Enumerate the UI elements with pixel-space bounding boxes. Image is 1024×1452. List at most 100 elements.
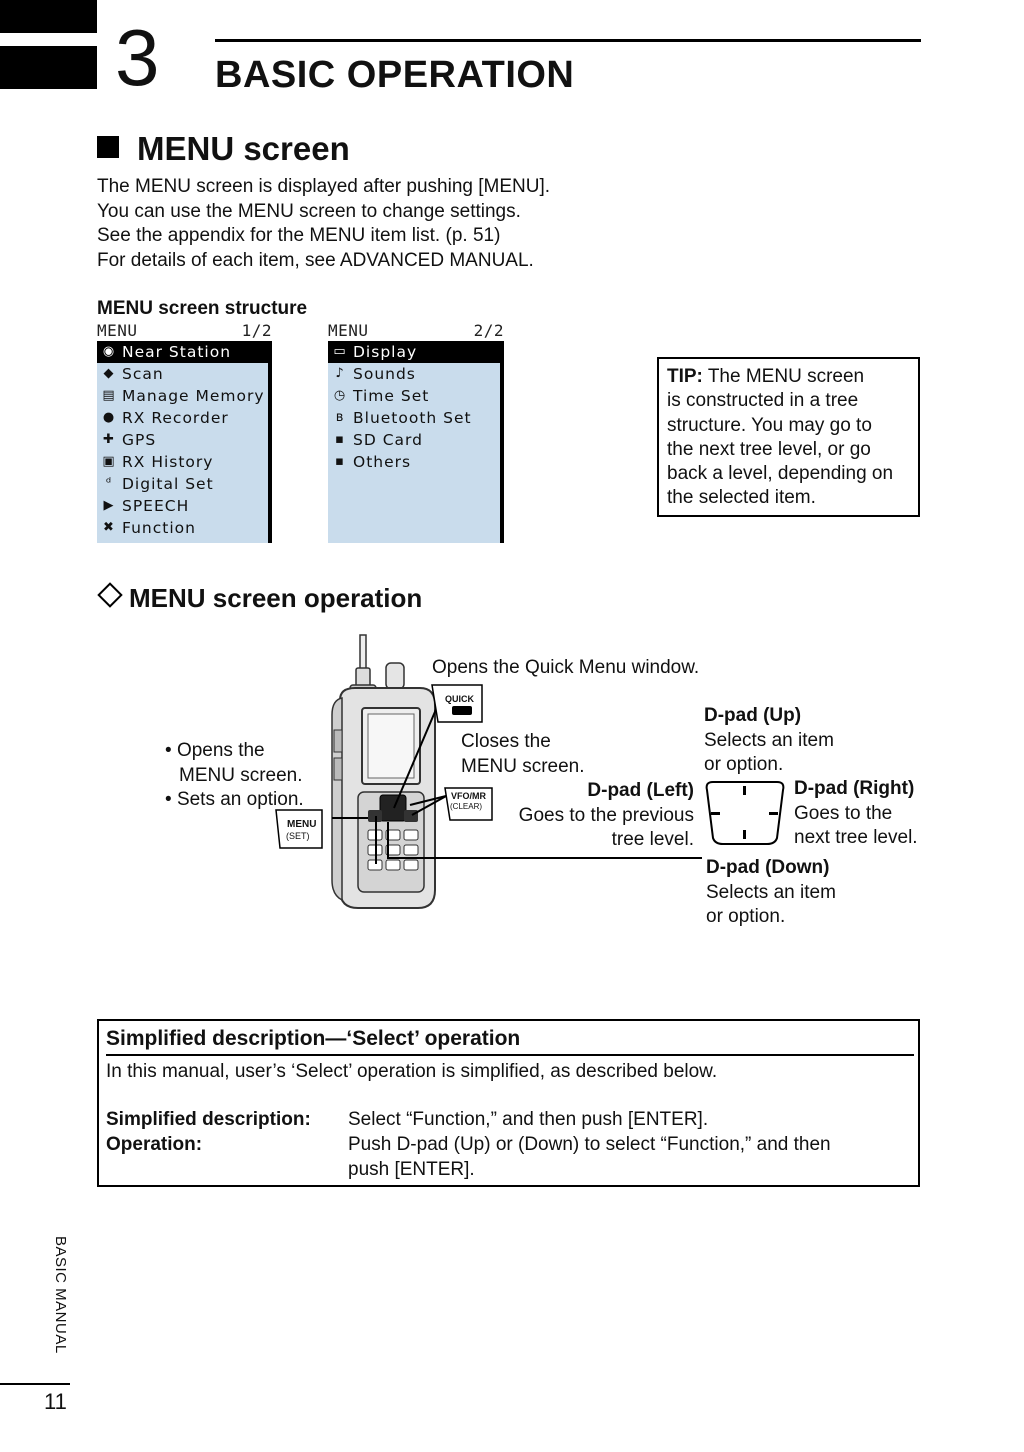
side-label: BASIC MANUAL <box>52 1236 69 1354</box>
menu-item-label: Scan <box>122 365 164 383</box>
operation-heading: MENU screen operation <box>97 582 423 614</box>
menu-caption-line: MENU screen. <box>179 764 303 786</box>
menu-item-label: Others <box>353 453 412 471</box>
menu-caption-line: • Sets an option. <box>165 789 304 810</box>
close-caption: Closes the MENU screen. <box>461 730 585 779</box>
section-title-text: MENU screen <box>137 130 350 167</box>
menu-screen-1-page: 1/2 <box>241 321 272 340</box>
menu-screen-1: ◉Near Station ◆ Scan ▤Manage Memory ● RX Reco… <box>97 341 272 543</box>
chapter-tab-bar-lower <box>0 46 97 89</box>
quick-key-label: QUICK <box>445 694 474 704</box>
menu-item-label: RX History <box>122 453 214 471</box>
operation-heading-text: MENU screen operation <box>129 583 423 613</box>
menu-item-label: GPS <box>122 431 157 449</box>
menu-item-label: Sounds <box>353 365 416 383</box>
menu-caption-line: • Opens the <box>165 740 265 761</box>
menu-item[interactable]: ▤Manage Memory <box>97 385 268 407</box>
vfo-key-sublabel: (CLEAR) <box>450 802 483 811</box>
menu-screen-1-header: MENU 1/2 <box>97 322 272 340</box>
radio-illustration <box>275 634 702 909</box>
menu-item[interactable]: ◉Near Station <box>97 341 268 363</box>
simplified-description-box: Simplified description—‘Select’ operatio… <box>97 1019 920 1187</box>
menu-item[interactable]: ● RX Recorder <box>97 407 268 429</box>
square-bullet-icon <box>97 136 119 158</box>
tip-line: the next tree level, or go <box>667 438 871 460</box>
menu-item[interactable]: ▭ Display <box>328 341 500 363</box>
menu-item-icon: ♪ <box>335 366 345 381</box>
simplified-op-value: Push D-pad (Up) or (Down) to select “Fun… <box>348 1133 831 1182</box>
menu-item-label: RX Recorder <box>122 409 229 427</box>
menu-item[interactable]: ◷Time Set <box>328 385 500 407</box>
chapter-title-rule <box>215 39 921 42</box>
dpad-right-caption: D-pad (Right) Goes to the next tree leve… <box>794 777 918 851</box>
menu-key-sublabel: (SET) <box>286 831 310 841</box>
menu-item-icon: ʙ <box>335 410 345 425</box>
dpad-down-title: D-pad (Down) <box>706 857 830 878</box>
menu-key-caption: • Opens the MENU screen. • Sets an optio… <box>165 739 325 813</box>
section-title: MENU screen <box>97 130 350 168</box>
simplified-intro: In this manual, user’s ‘Select’ operatio… <box>106 1061 718 1082</box>
menu-item-icon: ◆ <box>103 366 115 381</box>
dpad-left-title: D-pad (Left) <box>587 780 694 801</box>
menu-item[interactable]: ◆ Scan <box>97 363 268 385</box>
menu-item[interactable]: ✚GPS <box>97 429 268 451</box>
tip-line: is constructed in a tree <box>667 390 859 412</box>
menu-item-icon: ✖ <box>103 520 115 535</box>
menu-item-icon: ᵈ <box>105 476 113 491</box>
menu-screen-2-header: MENU 2/2 <box>328 322 504 340</box>
intro-line: You can use the MENU screen to change se… <box>97 200 521 222</box>
dpad-up-line: Selects an item <box>704 729 834 751</box>
dpad-up-caption: D-pad (Up) Selects an item or option. <box>704 704 834 778</box>
menu-item[interactable]: ᵈ Digital Set <box>97 473 268 495</box>
menu-item-icon: ▶ <box>103 498 115 513</box>
menu-item-label: Display <box>353 343 418 361</box>
menu-item-icon: ● <box>102 410 116 425</box>
diamond-bullet-icon <box>97 582 123 608</box>
tip-box: TIP: The MENU screen is constructed in a… <box>657 357 920 517</box>
tip-line: the selected item. <box>667 487 816 509</box>
simplified-op-label: Operation: <box>106 1134 203 1155</box>
dpad-diagram <box>705 781 785 845</box>
dpad-right-title: D-pad (Right) <box>794 778 915 799</box>
simplified-title: Simplified description—‘Select’ operatio… <box>106 1027 521 1050</box>
menu-item-icon: ◷ <box>333 388 347 403</box>
simplified-op-line: push [ENTER]. <box>348 1158 475 1180</box>
menu-screen-2-page: 2/2 <box>473 321 504 340</box>
menu-screen-2-title: MENU <box>328 321 369 340</box>
dpad-down-caption: D-pad (Down) Selects an item or option. <box>706 856 836 930</box>
dpad-up-line: or option. <box>704 754 784 775</box>
tip-line: structure. You may go to <box>667 414 872 436</box>
menu-item[interactable]: ✖ Function <box>97 517 268 539</box>
menu-item-label: Function <box>122 519 196 537</box>
chapter-number: 3 <box>115 13 160 102</box>
menu-item[interactable]: ▣ RX History <box>97 451 268 473</box>
simplified-title-rule <box>106 1054 914 1056</box>
menu-item-label: Manage Memory <box>122 387 265 405</box>
tip-label: TIP: <box>667 366 703 387</box>
dpad-up-title: D-pad (Up) <box>704 705 802 726</box>
menu-item[interactable]: ♪ Sounds <box>328 363 500 385</box>
chapter-tab-bar <box>0 0 97 33</box>
menu-item-icon: ▪ <box>335 432 345 447</box>
close-caption-line: MENU screen. <box>461 755 585 777</box>
dpad-down-line: or option. <box>706 906 786 927</box>
menu-item-icon: ▣ <box>102 454 116 469</box>
simplified-desc-value: Select “Function,” and then push [ENTER]… <box>348 1109 709 1130</box>
dpad-right-line: Goes to the <box>794 802 893 824</box>
menu-item-label: Near Station <box>122 343 232 361</box>
simplified-op-line: Push D-pad (Up) or (Down) to select “Fun… <box>348 1134 831 1155</box>
menu-item[interactable]: ▶ SPEECH <box>97 495 268 517</box>
menu-item[interactable]: ▪ SD Card <box>328 429 500 451</box>
intro-line: For details of each item, see ADVANCED M… <box>97 249 534 271</box>
dpad-down-line: Selects an item <box>706 881 836 903</box>
menu-item-icon: ▭ <box>333 344 347 359</box>
menu-item-label: Digital Set <box>122 475 214 493</box>
dpad-left-line: Goes to the previous <box>518 804 694 826</box>
menu-item[interactable]: ▪Others <box>328 451 500 473</box>
menu-item-label: SPEECH <box>122 497 190 515</box>
menu-item-label: SD Card <box>353 431 423 449</box>
tip-line: The MENU screen <box>702 366 865 387</box>
dpad-left-caption: D-pad (Left) Goes to the previous tree l… <box>494 779 694 853</box>
